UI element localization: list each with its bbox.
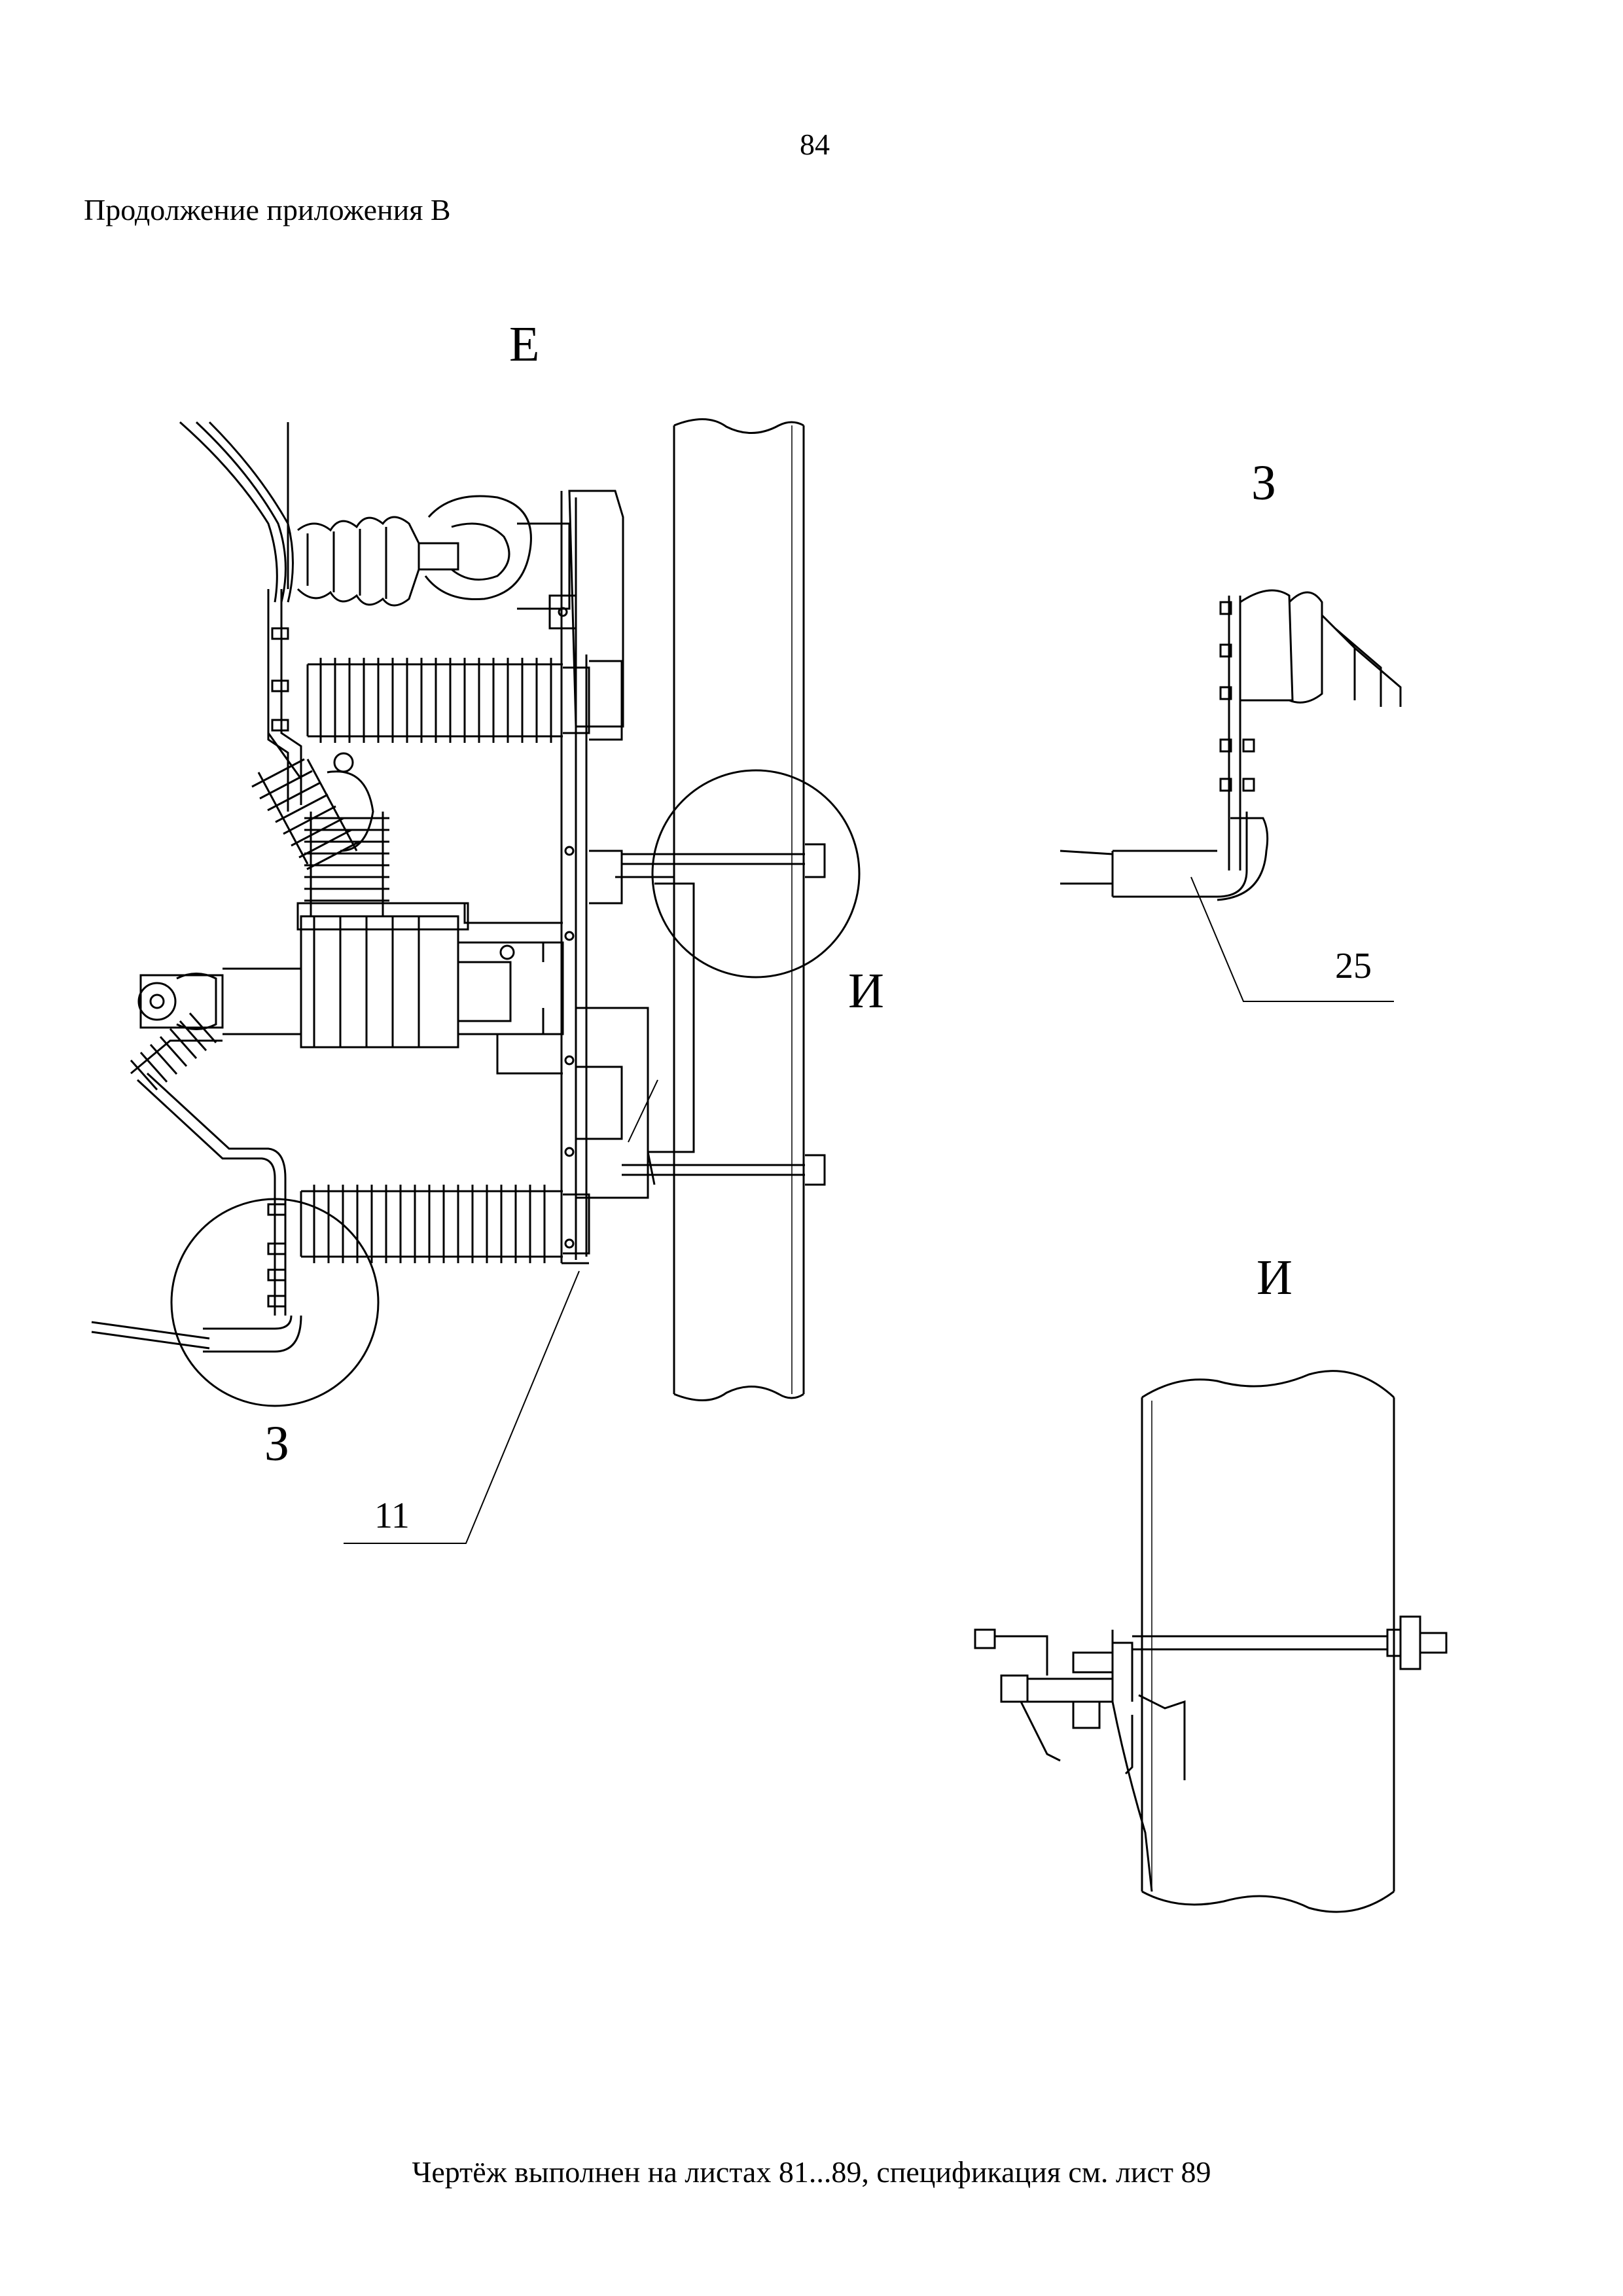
insulator-rib bbox=[283, 806, 336, 834]
eye-insulator bbox=[298, 496, 531, 605]
view-title-detail-i: И bbox=[1257, 1250, 1293, 1305]
insulator-rib bbox=[252, 759, 304, 787]
insulator-rib bbox=[160, 1037, 187, 1066]
detail-i-drawing bbox=[975, 1371, 1446, 1912]
detail-z-drawing bbox=[1060, 590, 1400, 1001]
insulator-rib bbox=[141, 1052, 167, 1082]
top-housing bbox=[517, 491, 623, 740]
view-title-detail-z: З bbox=[1251, 456, 1277, 511]
insulator-rib bbox=[276, 795, 328, 822]
footer-note: Чертёж выполнен на листах 81...89, специ… bbox=[412, 2155, 1211, 2189]
leader-line-25 bbox=[1191, 877, 1394, 1001]
callout-11: 11 bbox=[374, 1496, 410, 1536]
insulator-rib bbox=[307, 842, 359, 869]
insulator-rib bbox=[299, 830, 351, 857]
detail-circle-i bbox=[652, 770, 859, 977]
pole-clamp bbox=[589, 844, 825, 1185]
main-view-drawing bbox=[92, 419, 859, 1543]
insulator-rib bbox=[151, 1045, 177, 1074]
lower-long-insulator bbox=[301, 1191, 589, 1257]
page-number: 84 bbox=[800, 128, 830, 161]
detail-marker-z: З bbox=[264, 1416, 290, 1471]
leader-line-11-pointer bbox=[628, 1080, 658, 1142]
callout-25: 25 bbox=[1335, 946, 1372, 986]
insulator-rib bbox=[131, 1060, 157, 1090]
detail-marker-i: И bbox=[848, 963, 884, 1018]
insulator-rib bbox=[180, 1021, 206, 1050]
leader-line-11 bbox=[344, 1271, 579, 1543]
breaker-body bbox=[298, 903, 563, 1073]
incoming-cables bbox=[180, 422, 293, 602]
section-title: Продолжение приложения В bbox=[84, 193, 451, 226]
lower-cable bbox=[92, 1316, 301, 1352]
view-label-main: Е bbox=[509, 317, 540, 372]
insulator-rib bbox=[268, 783, 320, 810]
mounting-plate bbox=[562, 491, 648, 1263]
insulator-rib bbox=[190, 1013, 216, 1043]
insulator-rib bbox=[260, 771, 312, 798]
left-bus-bar bbox=[268, 589, 301, 812]
insulator-rib bbox=[291, 818, 344, 846]
lower-left-bus bbox=[131, 1041, 285, 1316]
insulator-rib bbox=[170, 1029, 196, 1058]
detail-circle-z bbox=[171, 1199, 378, 1406]
left-terminal-insulator bbox=[139, 969, 301, 1034]
